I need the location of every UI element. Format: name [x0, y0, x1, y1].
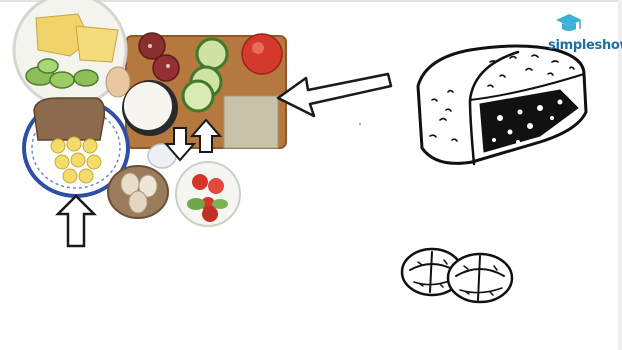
left-arrow [278, 74, 391, 116]
graduation-cap-icon [554, 12, 584, 34]
stray-dot [359, 123, 361, 125]
board-bread-slice [224, 96, 278, 148]
egg [106, 67, 130, 97]
cheese-bowl [122, 80, 178, 136]
bread-roll-right [448, 254, 512, 302]
simpleshow-watermark: simpleshow [540, 12, 620, 76]
bread-rolls [402, 249, 512, 302]
brand-text: simpleshow [548, 38, 622, 53]
salad-bowl [176, 162, 240, 226]
up-arrow [58, 196, 94, 246]
tomato [242, 34, 282, 74]
breakfast-collage [14, 0, 391, 246]
egg-basket [108, 166, 168, 218]
